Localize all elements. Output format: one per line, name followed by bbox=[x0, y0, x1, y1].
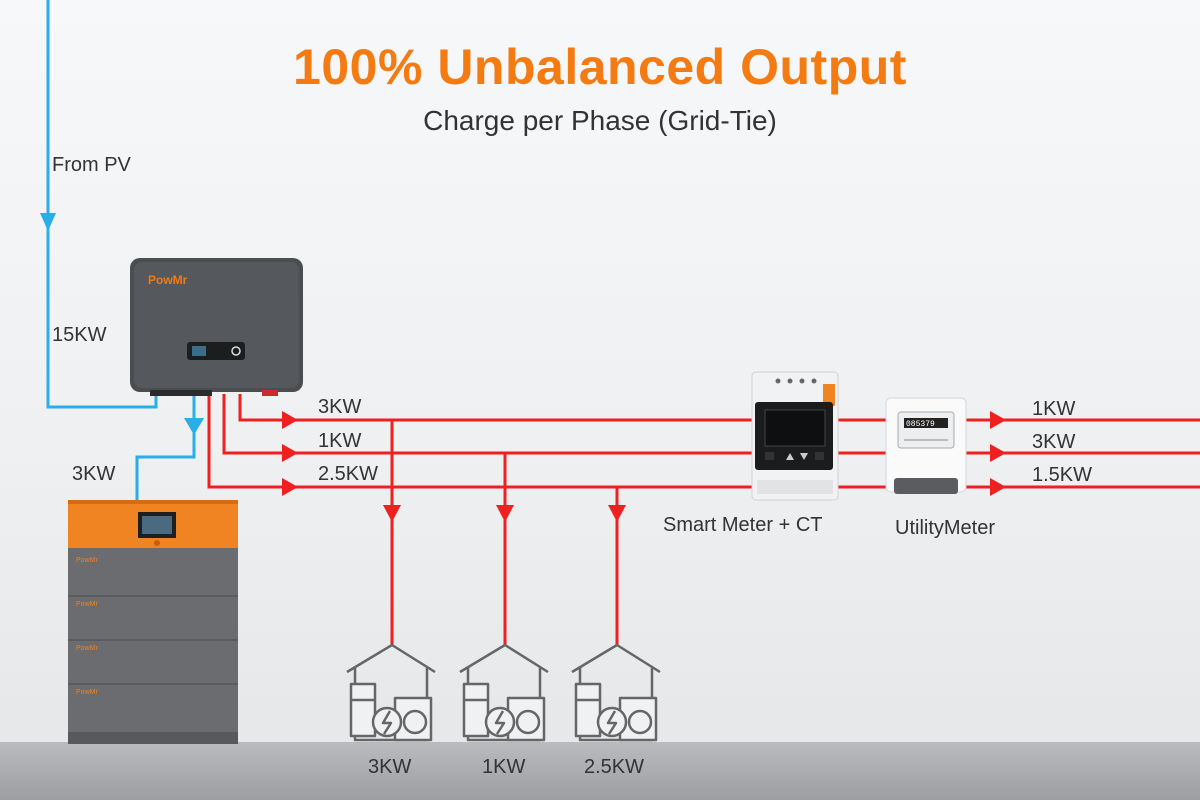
page-subtitle: Charge per Phase (Grid-Tie) bbox=[423, 105, 777, 136]
battery-brand: PowMr bbox=[76, 557, 98, 564]
arrow-down-icon bbox=[608, 505, 626, 522]
load-icons bbox=[346, 643, 661, 742]
phase-3-output-label: 2.5KW bbox=[318, 463, 379, 485]
arrow-down-icon bbox=[383, 505, 401, 522]
phase-line-1 bbox=[238, 394, 752, 422]
load-1-label: 3KW bbox=[368, 756, 412, 778]
grid-phase-3-label: 1.5KW bbox=[1032, 464, 1093, 486]
phase-1-output-label: 3KW bbox=[318, 396, 362, 418]
battery-power-label: 3KW bbox=[72, 463, 116, 485]
utility-meter: 085379 bbox=[885, 397, 967, 494]
battery-stack: PowMr PowMr PowMr PowMr bbox=[68, 500, 238, 744]
arrow-right-icon bbox=[990, 411, 1006, 429]
phase-2-output-label: 1KW bbox=[318, 430, 362, 452]
utility-meter-label: UtilityMeter bbox=[895, 517, 996, 539]
load-2-label: 1KW bbox=[482, 756, 526, 778]
house-appliance-icon bbox=[346, 643, 436, 742]
grid-phase-2-label: 3KW bbox=[1032, 431, 1076, 453]
arrow-right-icon bbox=[282, 444, 298, 462]
battery-brand: PowMr bbox=[76, 689, 98, 696]
arrow-right-icon bbox=[282, 411, 298, 429]
inverter: PowMr bbox=[130, 258, 303, 396]
house-appliance-icon bbox=[571, 643, 661, 742]
pv-power-label: 15KW bbox=[52, 324, 107, 346]
inverter-brand: PowMr bbox=[148, 273, 188, 287]
utility-digits: 085379 bbox=[906, 420, 935, 429]
battery-line bbox=[135, 394, 196, 500]
phase-line-2 bbox=[222, 394, 752, 455]
house-appliance-icon bbox=[459, 643, 549, 742]
arrow-down-icon bbox=[496, 505, 514, 522]
phase-arrows bbox=[282, 411, 1006, 522]
battery-arrow-icon bbox=[184, 418, 204, 435]
pv-label: From PV bbox=[52, 154, 131, 176]
smart-meter bbox=[751, 371, 839, 501]
phase-line-3 bbox=[207, 394, 752, 489]
grid-phase-1-label: 1KW bbox=[1032, 398, 1076, 420]
smart-meter-label: Smart Meter + CT bbox=[663, 514, 823, 536]
arrow-right-icon bbox=[990, 444, 1006, 462]
pv-arrow-icon bbox=[40, 213, 56, 231]
pv-line bbox=[46, 0, 158, 409]
arrow-right-icon bbox=[282, 478, 298, 496]
page-title: 100% Unbalanced Output bbox=[293, 39, 907, 95]
load-3-label: 2.5KW bbox=[584, 756, 645, 778]
battery-brand: PowMr bbox=[76, 601, 98, 608]
floor bbox=[0, 742, 1200, 800]
battery-brand: PowMr bbox=[76, 645, 98, 652]
arrow-right-icon bbox=[990, 478, 1006, 496]
